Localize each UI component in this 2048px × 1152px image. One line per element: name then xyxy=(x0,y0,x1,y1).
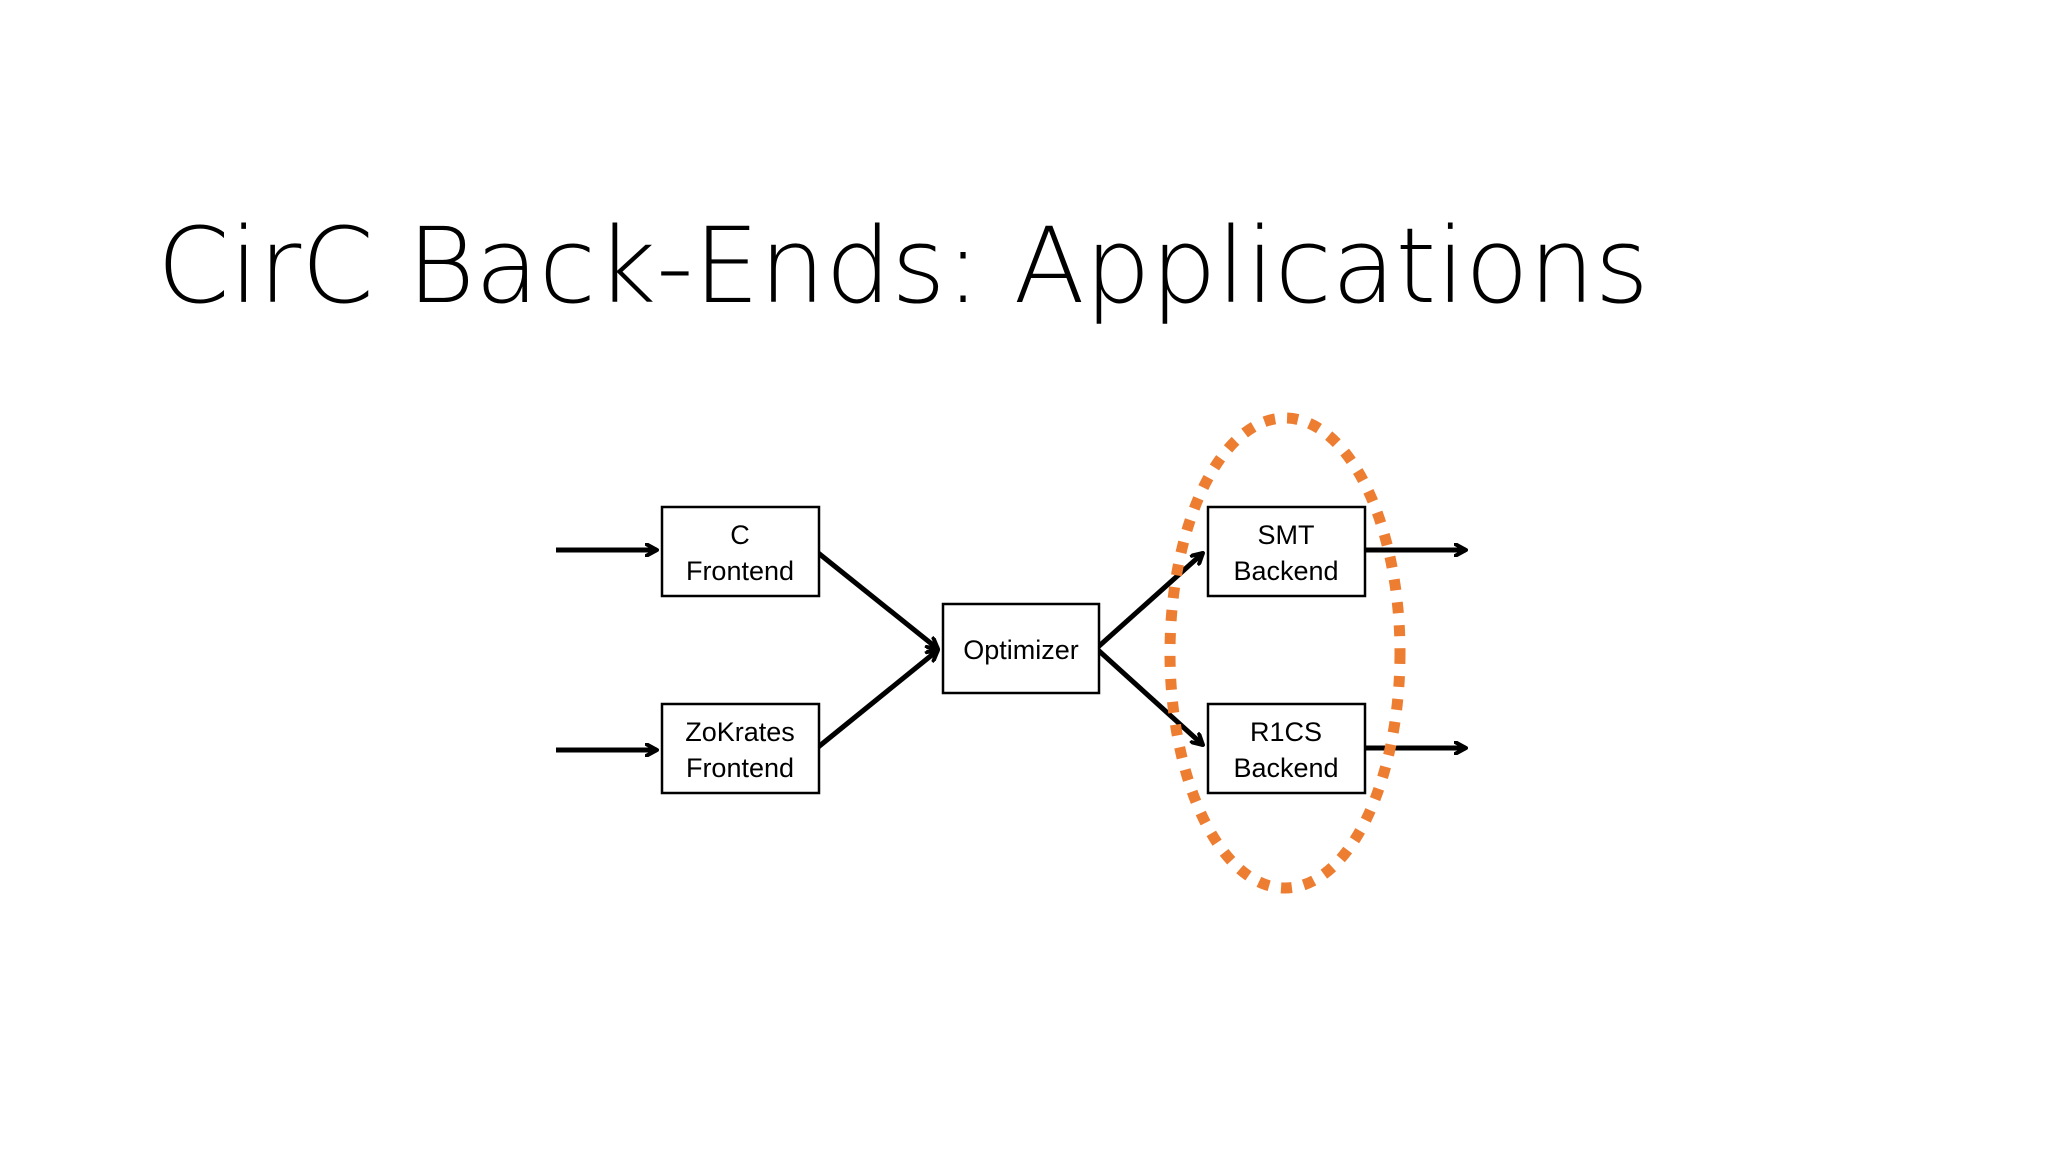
arrow-optimizer-to-smt xyxy=(1096,553,1203,649)
r1cs-backend-label-line2: Backend xyxy=(1233,753,1338,783)
zokrates-frontend-label-line2: Frontend xyxy=(686,753,794,783)
arrow-optimizer-to-r1cs xyxy=(1096,648,1203,745)
smt-backend-label-line2: Backend xyxy=(1233,556,1338,586)
c-frontend-node: C Frontend xyxy=(660,505,821,598)
slide-title: CirC Back-Ends: Applications xyxy=(157,205,1649,327)
arrow-c-to-optimizer xyxy=(815,550,938,649)
smt-backend-label-line1: SMT xyxy=(1258,520,1315,550)
optimizer-label: Optimizer xyxy=(963,635,1079,665)
optimizer-node: Optimizer xyxy=(941,602,1101,695)
backend-highlight-ellipse xyxy=(1164,412,1406,894)
zokrates-frontend-node: ZoKrates Frontend xyxy=(660,702,821,795)
arrow-zokrates-to-optimizer xyxy=(815,650,938,750)
r1cs-backend-label-line1: R1CS xyxy=(1250,717,1322,747)
c-frontend-label-line1: C xyxy=(730,520,750,550)
zokrates-frontend-label-line1: ZoKrates xyxy=(685,717,795,747)
smt-backend-node: SMT Backend xyxy=(1206,505,1367,598)
r1cs-backend-node: R1CS Backend xyxy=(1206,702,1367,795)
c-frontend-label-line2: Frontend xyxy=(686,556,794,586)
